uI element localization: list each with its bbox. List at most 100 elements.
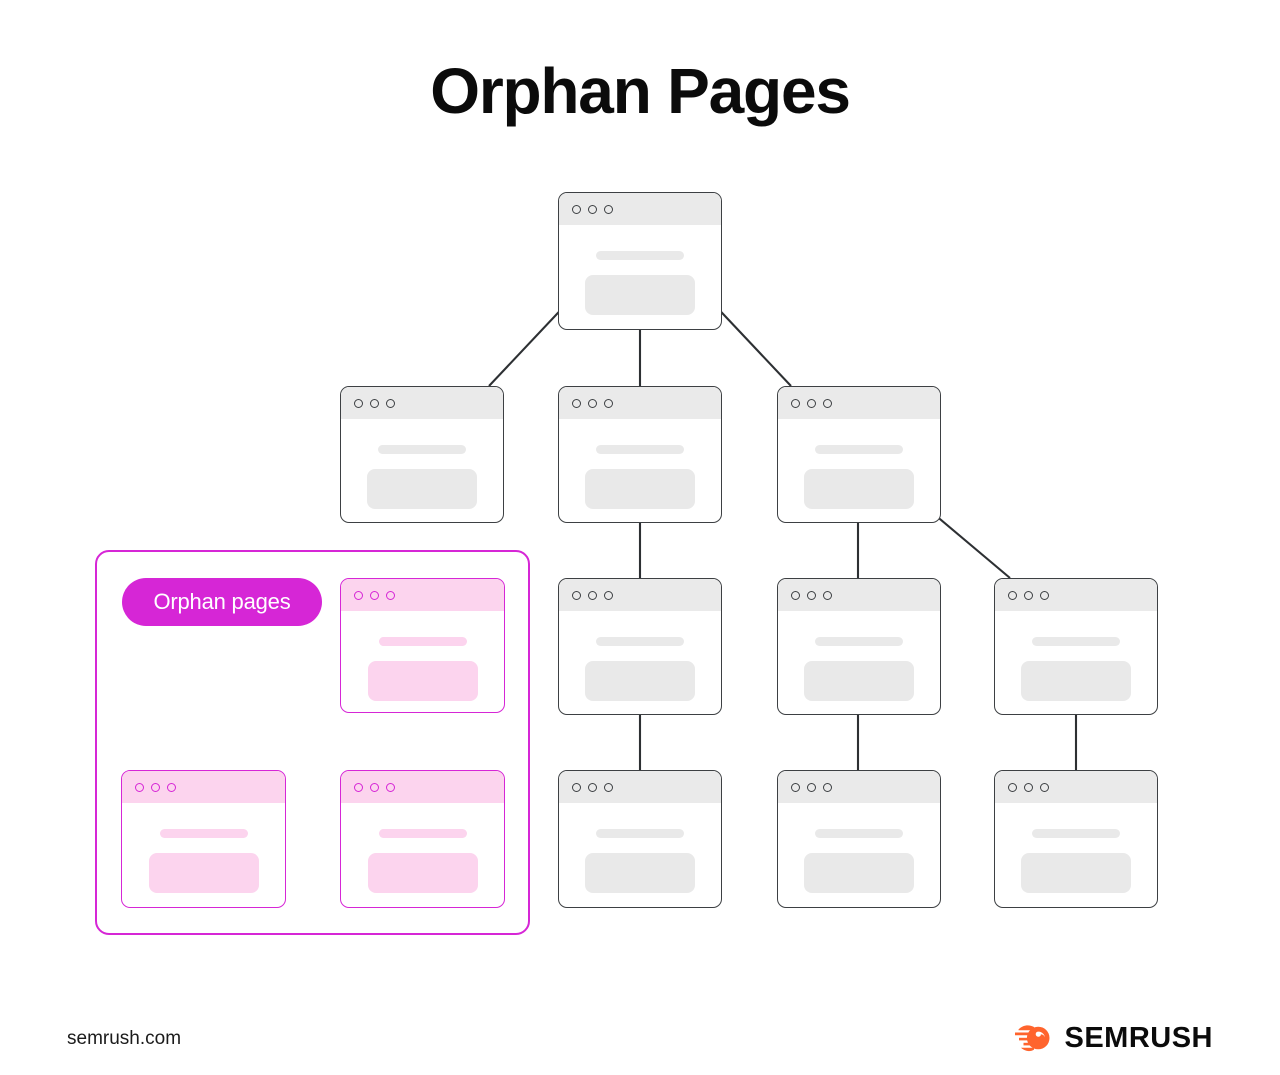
block-placeholder bbox=[367, 853, 478, 893]
window-dot-1 bbox=[572, 204, 581, 214]
block-placeholder bbox=[148, 853, 259, 893]
text-placeholder bbox=[378, 445, 466, 454]
page-card-l2-a[interactable] bbox=[340, 386, 504, 523]
page-card-l3-c[interactable] bbox=[777, 578, 941, 715]
semrush-brand: SEMRUSH bbox=[1013, 1021, 1213, 1055]
card-body bbox=[341, 611, 504, 712]
text-placeholder bbox=[378, 829, 467, 838]
window-dot-icon bbox=[341, 579, 504, 611]
window-dot-1 bbox=[354, 398, 363, 408]
text-placeholder bbox=[596, 445, 684, 454]
card-body bbox=[559, 419, 721, 522]
window-dot-1 bbox=[354, 782, 363, 792]
text-placeholder bbox=[815, 637, 903, 646]
window-dot-3 bbox=[386, 590, 395, 600]
text-placeholder bbox=[378, 637, 467, 646]
window-dot-2 bbox=[588, 204, 597, 214]
window-dot-icon bbox=[122, 771, 285, 803]
window-dot-icon bbox=[995, 579, 1157, 611]
card-body bbox=[559, 225, 721, 329]
page-card-l4-b[interactable] bbox=[558, 770, 722, 908]
window-dot-1 bbox=[572, 398, 581, 408]
orphan-pages-label: Orphan pages bbox=[122, 578, 322, 626]
text-placeholder bbox=[1032, 829, 1120, 838]
block-placeholder bbox=[804, 661, 914, 701]
window-dot-1 bbox=[572, 590, 581, 600]
card-body bbox=[341, 803, 504, 907]
page-card-l3-d[interactable] bbox=[994, 578, 1158, 715]
window-dot-icon bbox=[778, 579, 940, 611]
card-body bbox=[778, 419, 940, 522]
window-dot-3 bbox=[604, 204, 613, 214]
text-placeholder bbox=[596, 251, 684, 260]
card-body bbox=[122, 803, 285, 907]
window-dot-3 bbox=[386, 398, 395, 408]
window-dot-icon bbox=[341, 771, 504, 803]
block-placeholder bbox=[1021, 661, 1131, 701]
window-dot-2 bbox=[1024, 590, 1033, 600]
card-body bbox=[341, 419, 503, 522]
block-placeholder bbox=[585, 275, 695, 315]
card-body bbox=[559, 803, 721, 907]
window-dot-icon bbox=[341, 387, 503, 419]
text-placeholder bbox=[815, 829, 903, 838]
semrush-comet-icon bbox=[1015, 1025, 1050, 1052]
window-dot-1 bbox=[354, 590, 363, 600]
window-dot-2 bbox=[370, 782, 379, 792]
page-card-l4-c[interactable] bbox=[777, 770, 941, 908]
page-card-l2-b[interactable] bbox=[558, 386, 722, 523]
window-dot-icon bbox=[778, 771, 940, 803]
block-placeholder bbox=[804, 853, 914, 893]
block-placeholder bbox=[585, 469, 695, 509]
page-card-l4-d[interactable] bbox=[994, 770, 1158, 908]
footer-url: semrush.com bbox=[67, 1028, 182, 1049]
card-body bbox=[995, 611, 1157, 714]
orphan-page-card-3[interactable] bbox=[340, 770, 505, 908]
window-dot-2 bbox=[807, 590, 816, 600]
orphan-page-card-1[interactable] bbox=[340, 578, 505, 713]
window-dot-1 bbox=[791, 590, 800, 600]
semrush-wordmark: SEMRUSH bbox=[1064, 1021, 1213, 1054]
window-dot-1 bbox=[791, 782, 800, 792]
page-card-root[interactable] bbox=[558, 192, 722, 330]
block-placeholder bbox=[585, 661, 695, 701]
window-dot-1 bbox=[1008, 590, 1017, 600]
window-dot-3 bbox=[823, 590, 832, 600]
text-placeholder bbox=[159, 829, 248, 838]
window-dot-icon bbox=[995, 771, 1157, 803]
window-dot-3 bbox=[1040, 782, 1049, 792]
window-dot-icon bbox=[559, 387, 721, 419]
orphan-page-card-2[interactable] bbox=[121, 770, 286, 908]
card-body bbox=[778, 611, 940, 714]
text-placeholder bbox=[815, 445, 903, 454]
card-body bbox=[559, 611, 721, 714]
window-dot-3 bbox=[167, 782, 176, 792]
block-placeholder bbox=[367, 469, 477, 509]
window-dot-icon bbox=[559, 771, 721, 803]
window-dot-2 bbox=[807, 782, 816, 792]
page-title: Orphan Pages bbox=[430, 55, 851, 127]
window-dot-2 bbox=[370, 398, 379, 408]
window-dot-3 bbox=[604, 782, 613, 792]
window-dot-2 bbox=[151, 782, 160, 792]
window-dot-2 bbox=[588, 782, 597, 792]
block-placeholder bbox=[804, 469, 914, 509]
window-dot-icon bbox=[559, 579, 721, 611]
page-card-l3-b[interactable] bbox=[558, 578, 722, 715]
window-dot-3 bbox=[1040, 590, 1049, 600]
card-body bbox=[995, 803, 1157, 907]
orphan-pages-label-text: Orphan pages bbox=[153, 589, 291, 614]
window-dot-3 bbox=[823, 782, 832, 792]
window-dot-2 bbox=[1024, 782, 1033, 792]
card-body bbox=[778, 803, 940, 907]
page-card-l2-c[interactable] bbox=[777, 386, 941, 523]
block-placeholder bbox=[1021, 853, 1131, 893]
text-placeholder bbox=[596, 829, 684, 838]
text-placeholder bbox=[596, 637, 684, 646]
window-dot-2 bbox=[370, 590, 379, 600]
window-dot-2 bbox=[807, 398, 816, 408]
window-dot-3 bbox=[823, 398, 832, 408]
window-dot-icon bbox=[778, 387, 940, 419]
window-dot-1 bbox=[572, 782, 581, 792]
